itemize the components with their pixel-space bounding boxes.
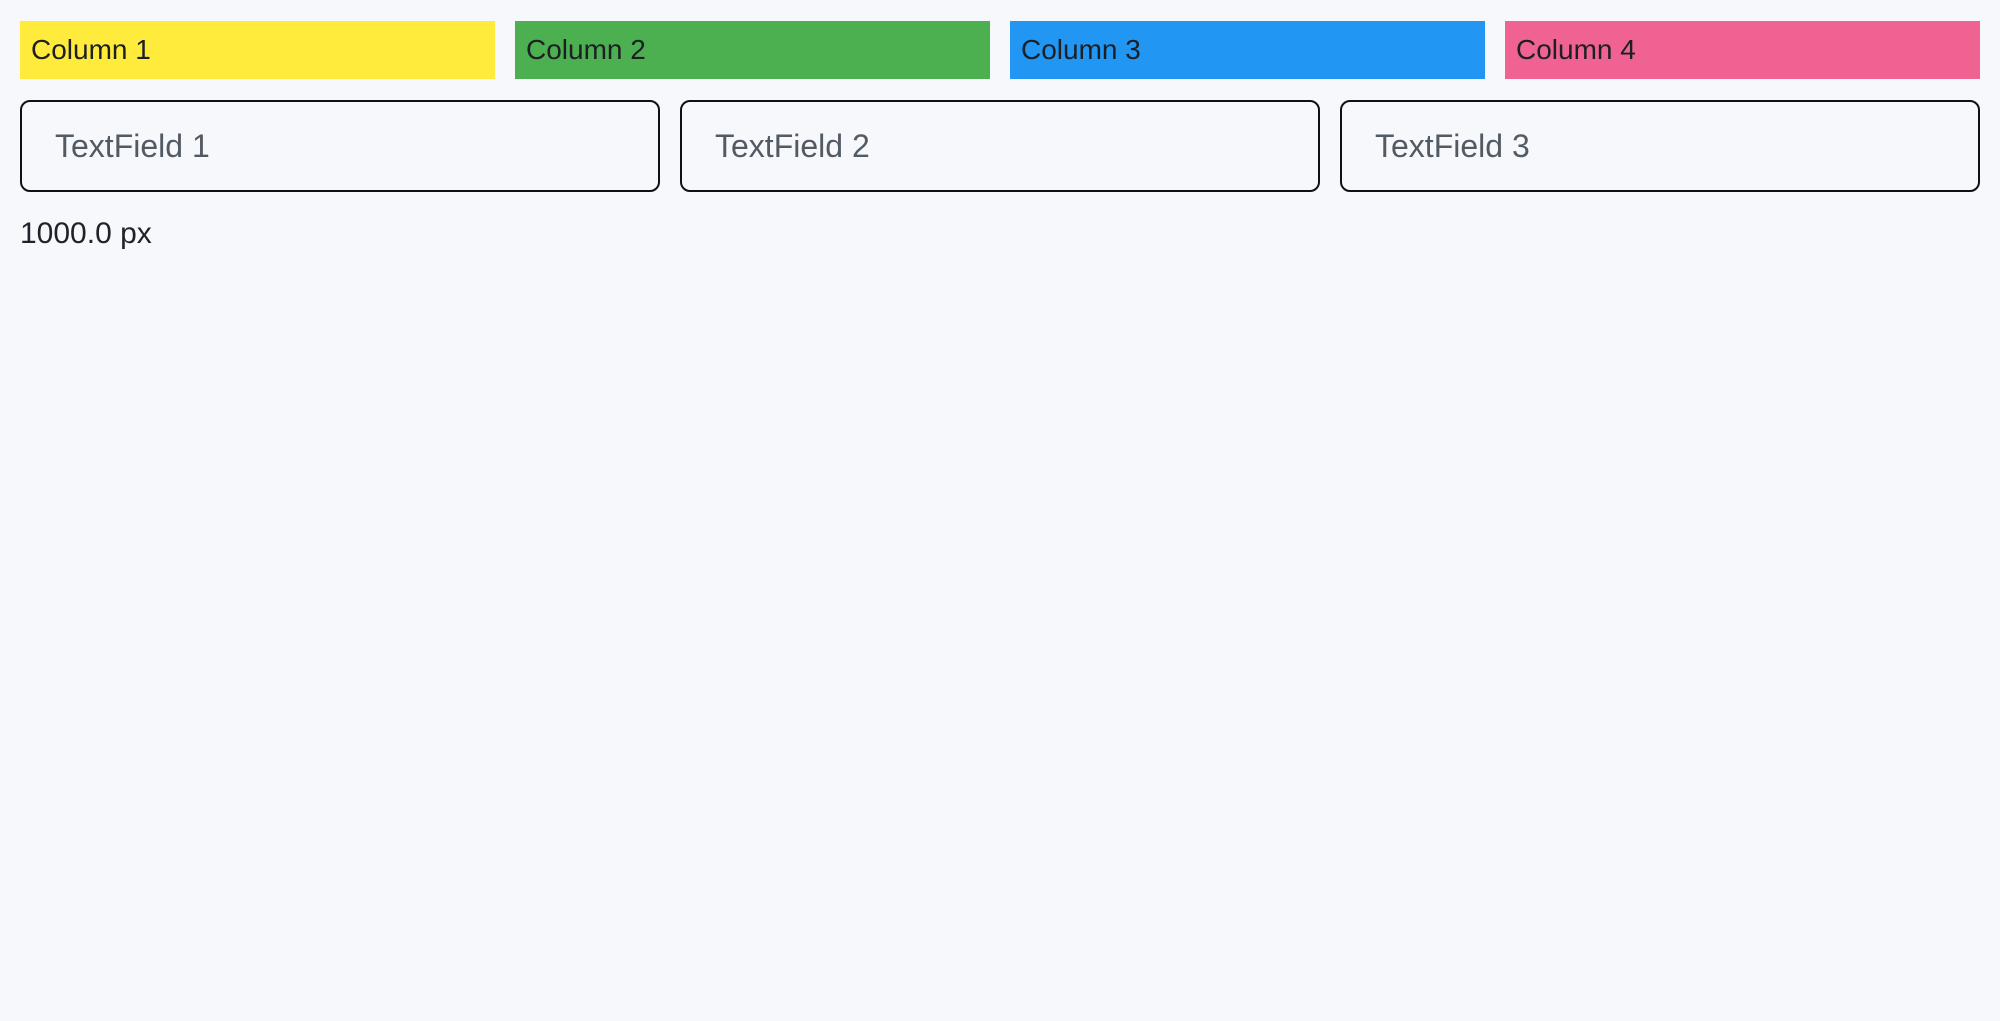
column-bar-4: Column 4: [1505, 21, 1980, 79]
column-4-label: Column 4: [1516, 34, 1636, 65]
column-2-label: Column 2: [526, 34, 646, 65]
column-3-label: Column 3: [1021, 34, 1141, 65]
text-fields-row: [0, 100, 2000, 192]
text-field-1[interactable]: [20, 100, 660, 192]
column-bar-1: Column 1: [20, 21, 495, 79]
text-field-3[interactable]: [1340, 100, 1980, 192]
column-bar-2: Column 2: [515, 21, 990, 79]
text-field-2[interactable]: [680, 100, 1320, 192]
column-1-label: Column 1: [31, 34, 151, 65]
screen-width-label: 1000.0 px: [20, 217, 152, 250]
column-bar-3: Column 3: [1010, 21, 1485, 79]
columns-row: Column 1 Column 2 Column 3 Column 4: [0, 21, 2000, 79]
